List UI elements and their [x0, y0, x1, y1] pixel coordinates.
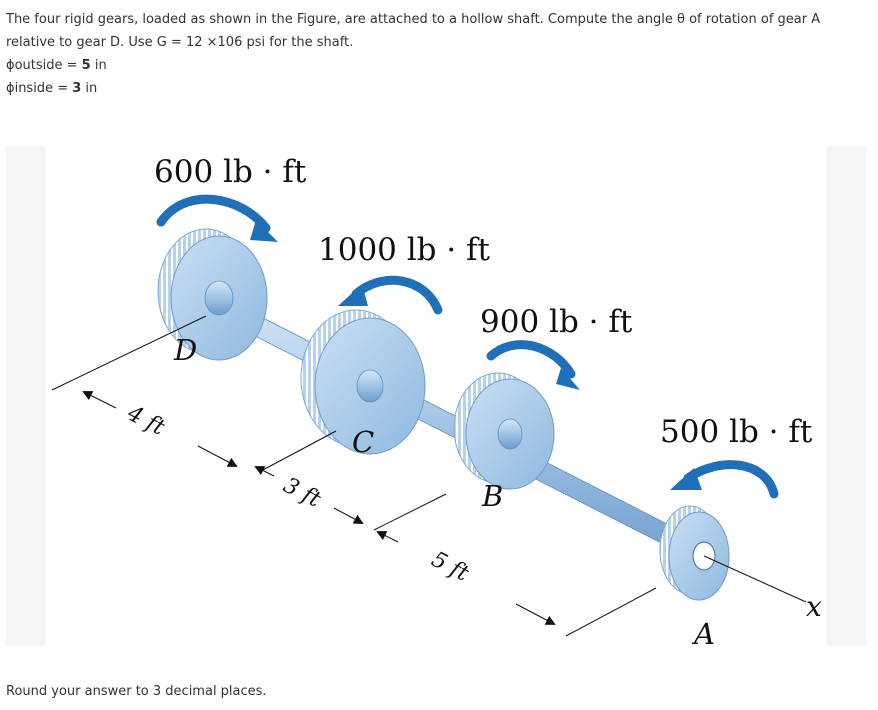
- inside-diameter-label: ϕinside =: [6, 81, 73, 96]
- dim-arrow-2-left: [254, 466, 275, 477]
- outside-diameter-line: ϕoutside = 5 in: [6, 54, 866, 77]
- gear-c: [300, 309, 426, 455]
- problem-line-2: relative to gear D. Use G = 12 ×106 psi …: [6, 35, 354, 50]
- gear-label-d: D: [173, 333, 197, 367]
- problem-line-1: The four rigid gears, loaded as shown in…: [6, 12, 821, 27]
- gear-d: [157, 228, 268, 361]
- inside-diameter-line: ϕinside = 3 in: [6, 77, 866, 100]
- torque-label-c: 1000 lb · ft: [318, 232, 491, 268]
- extension-line-a: [565, 587, 657, 637]
- gear-label-c: C: [352, 425, 374, 459]
- problem-statement: The four rigid gears, loaded as shown in…: [6, 8, 866, 100]
- figure-left-band: [6, 146, 46, 646]
- answer-instruction: Round your answer to 3 decimal places.: [6, 684, 267, 699]
- gear-shaft-figure: 600 lb · ft 1000 lb · ft 900 lb · ft 500…: [6, 146, 866, 646]
- torque-label-d: 600 lb · ft: [154, 154, 307, 190]
- gear-shaft-diagram: 600 lb · ft 1000 lb · ft 900 lb · ft 500…: [6, 146, 866, 646]
- extension-line-c: [260, 430, 337, 472]
- extension-line-b: [373, 493, 447, 531]
- dimension-lines: [51, 315, 657, 637]
- x-axis-line: [703, 555, 807, 603]
- outside-diameter-unit: in: [90, 58, 107, 73]
- figure-right-band: [826, 146, 866, 646]
- outside-diameter-value: 5: [81, 58, 91, 73]
- gear-label-b: B: [481, 479, 503, 513]
- inside-diameter-unit: in: [81, 81, 98, 96]
- x-axis-label: x: [806, 590, 822, 623]
- torque-arrow-a: [670, 460, 779, 499]
- extension-line-d: [51, 315, 207, 391]
- dim-arrow-3-right: [515, 603, 556, 625]
- inside-diameter-value: 3: [72, 81, 82, 96]
- gear-label-a: A: [691, 617, 715, 646]
- torque-label-b: 900 lb · ft: [480, 304, 633, 340]
- dim-arrow-3-left: [376, 531, 399, 543]
- gear-a: [659, 505, 730, 601]
- dim-arrow-1-left: [82, 391, 117, 409]
- outside-diameter-label: ϕoutside =: [6, 58, 82, 73]
- torque-arrow-d: [156, 194, 278, 242]
- dim-arrow-1-right: [197, 445, 238, 467]
- torque-label-a: 500 lb · ft: [660, 414, 813, 450]
- torque-arrow-b: [486, 340, 580, 390]
- torque-arrow-c: [338, 275, 443, 315]
- gear-b: [453, 372, 555, 490]
- dim-arrow-2-right: [333, 507, 364, 524]
